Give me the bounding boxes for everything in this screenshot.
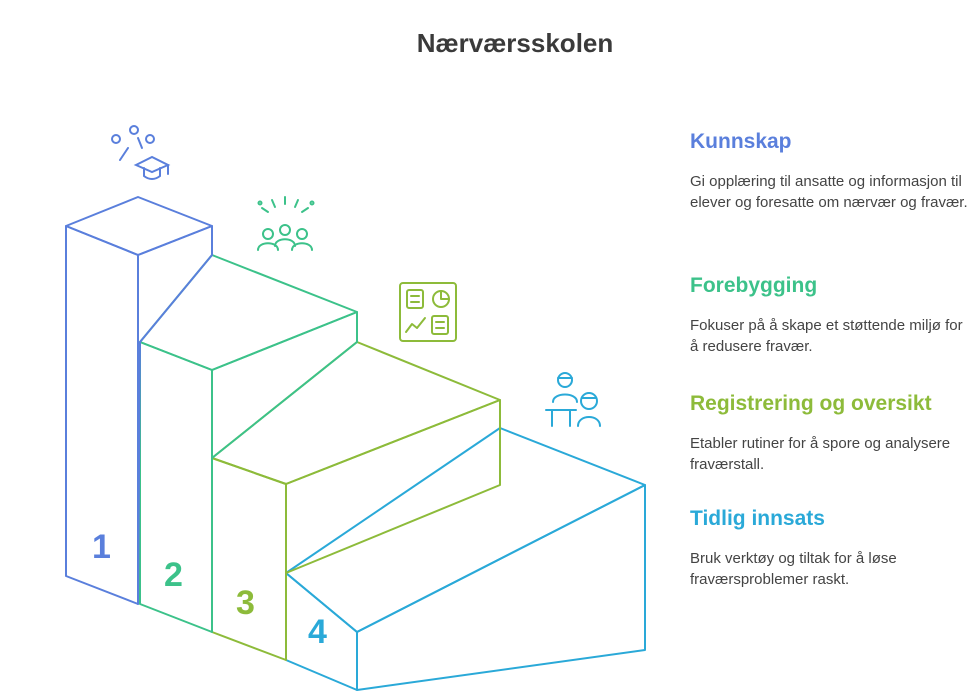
step-2-number: 2: [164, 556, 183, 594]
teacher-student-icon: [545, 372, 601, 427]
step-4-description: Bruk verktøy og tiltak for å løse fravær…: [690, 550, 897, 588]
step-1-number: 1: [92, 528, 111, 566]
step-4-text: Tidlig innsats Bruk verktøy og tiltak fo…: [690, 507, 970, 590]
step-1-description: Gi opplæring til ansatte og informasjon …: [690, 173, 968, 211]
graduation-cap-icon: [111, 125, 171, 180]
step-1-text: Kunnskap Gi opplæring til ansatte og inf…: [690, 130, 970, 213]
page-title: Nærværsskolen: [416, 28, 614, 58]
step-3-number: 3: [236, 584, 255, 622]
step-1-block: [65, 196, 213, 605]
step-3-text: Registrering og oversikt Etabler rutiner…: [690, 392, 970, 475]
step-3-description: Etabler rutiner for å spore og analysere…: [690, 435, 951, 473]
step-2-heading: Forebygging: [690, 274, 818, 297]
step-4-heading: Tidlig innsats: [690, 507, 825, 530]
step-3-block: [211, 341, 501, 661]
dashboard-icon: [399, 282, 457, 342]
step-1-heading: Kunnskap: [690, 130, 792, 153]
step-3-heading: Registrering og oversikt: [690, 392, 932, 415]
staircase-diagram: 1 2 3 4: [65, 125, 646, 691]
celebrating-group-icon: [257, 196, 315, 251]
step-2-text: Forebygging Fokuser på å skape et støtte…: [690, 274, 970, 357]
step-2-description: Fokuser på å skape et støttende miljø fo…: [690, 317, 963, 355]
step-4-block: [285, 427, 646, 691]
step-4-number: 4: [308, 613, 327, 651]
